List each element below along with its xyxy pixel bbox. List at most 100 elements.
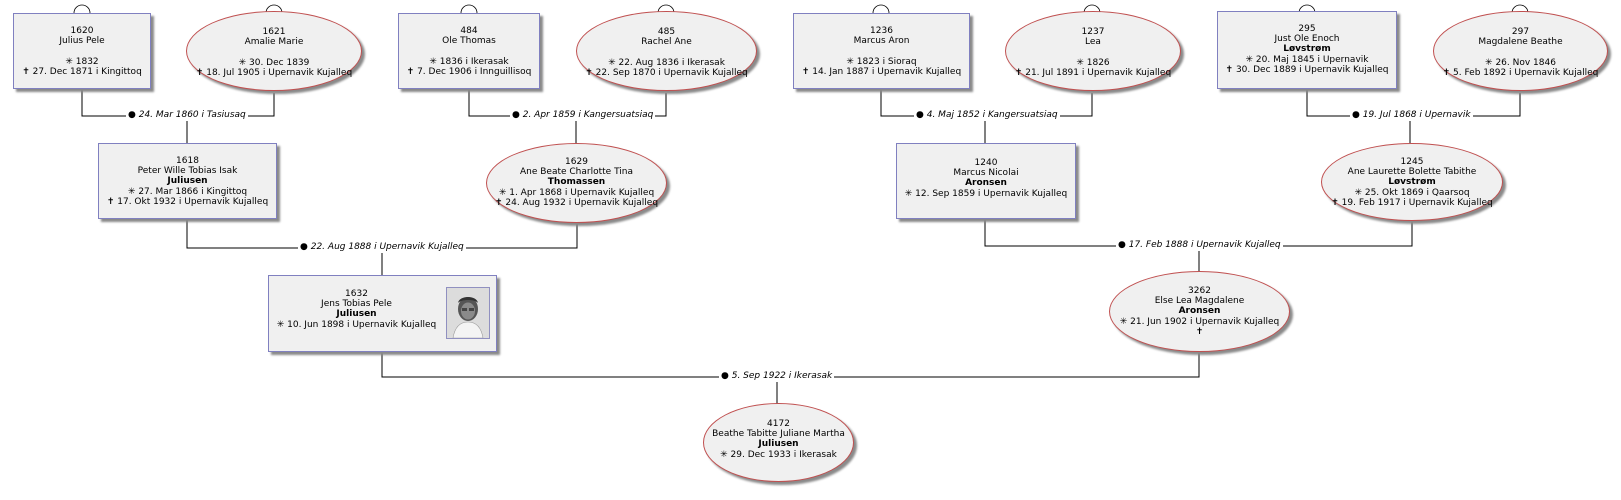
person-birth: ✳ 1832: [65, 56, 99, 67]
person-birth: ✳ 29. Dec 1933 i Ikerasak: [720, 449, 837, 460]
person-name: Peter Wille Tobias Isak: [137, 166, 238, 177]
person-surname: Juliusen: [167, 176, 208, 187]
person-name: Marcus Aron: [853, 36, 910, 47]
marriage-label-m7: ● 5. Sep 1922 i Ikerasak: [719, 371, 835, 382]
person-card-1629[interactable]: 1629 Ane Beate Charlotte Tina Thomassen …: [486, 143, 667, 223]
person-surname: Løvstrøm: [1388, 177, 1436, 188]
expand-ancestors-arc-icon: [73, 4, 91, 14]
portrait-image: [447, 288, 489, 338]
person-birth: ✳ 25. Okt 1869 i Qaarsoq: [1354, 187, 1470, 198]
person-name: Ole Thomas: [442, 36, 496, 47]
person-birth: ✳ 27. Mar 1866 i Kingittoq: [127, 186, 248, 197]
person-surname: Aronsen: [965, 178, 1007, 189]
person-death: ✝ 27. Dec 1871 i Kingittoq: [22, 66, 142, 77]
person-death: ✝ 18. Jul 1905 i Upernavik Kujalleq: [195, 67, 353, 78]
person-name: Rachel Ane: [641, 37, 692, 48]
person-birth: ✳ 21. Jun 1902 i Upernavik Kujalleq: [1119, 316, 1280, 327]
marriage-dot-icon: ●: [1118, 240, 1126, 250]
expand-ancestors-arc-icon: [460, 4, 478, 14]
person-id: 1629: [565, 157, 588, 167]
person-death: ✝ 22. Sep 1870 i Upernavik Kujalleq: [585, 67, 748, 78]
person-card-484[interactable]: 484 Ole Thomas ✳ 1836 i Ikerasak ✝ 7. De…: [398, 13, 540, 89]
person-name: Lea: [1085, 37, 1101, 48]
person-spacer: [1434, 47, 1607, 57]
person-spacer: [794, 46, 969, 56]
portrait-photo[interactable]: [446, 287, 490, 339]
person-card-295[interactable]: 295 Just Ole Enoch Løvstrøm ✳ 20. Maj 18…: [1217, 11, 1397, 89]
person-id: 1632: [345, 289, 368, 299]
person-id: 1245: [1400, 157, 1424, 167]
person-spacer: [577, 47, 756, 57]
marriage-label-m5: ● 22. Aug 1888 i Upernavik Kujalleq: [298, 242, 466, 253]
person-card-297[interactable]: 297 Magdalene Beathe ✳ 26. Nov 1846 ✝ 5.…: [1433, 11, 1608, 91]
person-card-1632[interactable]: 1632 Jens Tobias Pele Juliusen ✳ 10. Jun…: [268, 275, 497, 352]
person-death: ✝ 30. Dec 1889 i Upernavik Kujalleq: [1225, 64, 1389, 75]
person-name: Else Lea Magdalene: [1154, 296, 1245, 307]
marriage-label-m4: ● 19. Jul 1868 i Upernavik: [1350, 110, 1473, 121]
person-spacer: [14, 46, 150, 56]
person-spacer: [1006, 47, 1180, 57]
person-id: 1620: [70, 26, 94, 36]
person-surname: Thomassen: [547, 177, 606, 188]
person-birth: ✳ 1. Apr 1868 i Upernavik Kujalleq: [498, 187, 655, 198]
marriage-dot-icon: ●: [916, 110, 924, 120]
marriage-dot-icon: ●: [128, 110, 136, 120]
person-card-1236[interactable]: 1236 Marcus Aron ✳ 1823 i Sioraq ✝ 14. J…: [793, 13, 970, 89]
person-birth: ✳ 20. Maj 1845 i Upernavik: [1245, 54, 1369, 65]
person-spacer: [399, 46, 539, 56]
person-name: Magdalene Beathe: [1478, 37, 1563, 48]
person-id: 1240: [974, 158, 998, 168]
marriage-dot-icon: ●: [300, 242, 308, 252]
person-death: ✝ 21. Jul 1891 i Upernavik Kujalleq: [1014, 67, 1172, 78]
person-death: ✝ 19. Feb 1917 i Upernavik Kujalleq: [1331, 197, 1493, 208]
person-card-1245[interactable]: 1245 Ane Laurette Bolette Tabithe Løvstr…: [1321, 143, 1503, 221]
marriage-dot-icon: ●: [1352, 110, 1360, 120]
person-card-1618[interactable]: 1618 Peter Wille Tobias Isak Juliusen ✳ …: [98, 143, 277, 219]
person-id: 1237: [1081, 27, 1105, 37]
person-card-4172[interactable]: 4172 Beathe Tabitte Juliane Martha Juliu…: [703, 403, 854, 482]
person-card-1237[interactable]: 1237 Lea ✳ 1826 ✝ 21. Jul 1891 i Upernav…: [1005, 11, 1181, 91]
person-id: 297: [1511, 27, 1530, 37]
person-name: Beathe Tabitte Juliane Martha: [712, 429, 845, 440]
person-id: 1236: [870, 26, 893, 36]
person-death: ✝ 5. Feb 1892 i Upernavik Kujalleq: [1442, 67, 1599, 78]
marriage-dot-icon: ●: [721, 371, 729, 381]
marriage-label-m3: ● 4. Maj 1852 i Kangersuatsiaq: [914, 110, 1060, 121]
person-spacer: [187, 47, 361, 57]
person-card-1620[interactable]: 1620 Julius Pele ✳ 1832 ✝ 27. Dec 1871 i…: [13, 13, 151, 89]
person-id: 485: [657, 27, 676, 37]
person-birth: ✳ 1826: [1076, 57, 1110, 68]
person-id: 1618: [176, 156, 199, 166]
person-surname: Juliusen: [336, 309, 377, 320]
person-name: Marcus Nicolai: [953, 168, 1019, 179]
person-id: 3262: [1188, 286, 1211, 296]
person-death: ✝: [1195, 326, 1204, 337]
person-name: Ane Beate Charlotte Tina: [519, 167, 634, 178]
person-birth: ✳ 30. Dec 1839: [238, 57, 310, 68]
expand-ancestors-arc-icon: [872, 4, 890, 14]
person-name: Amalie Marie: [244, 37, 304, 48]
marriage-label-m2: ● 2. Apr 1859 i Kangersuatsiaq: [510, 110, 656, 121]
person-death: ✝ 14. Jan 1887 i Upernavik Kujalleq: [801, 66, 962, 77]
person-id: 295: [1298, 24, 1316, 34]
person-card-1621[interactable]: 1621 Amalie Marie ✳ 30. Dec 1839 ✝ 18. J…: [186, 11, 362, 91]
person-surname: Aronsen: [1178, 306, 1221, 317]
expand-ancestors-arc-icon: [1298, 4, 1316, 14]
person-birth: ✳ 1836 i Ikerasak: [429, 56, 509, 67]
person-id: 4172: [767, 419, 790, 429]
person-name: Jens Tobias Pele: [321, 299, 392, 310]
person-id: 1621: [262, 27, 286, 37]
person-death: ✝ 17. Okt 1932 i Upernavik Kujalleq: [106, 196, 269, 207]
person-card-3262[interactable]: 3262 Else Lea Magdalene Aronsen ✳ 21. Ju…: [1109, 271, 1290, 352]
person-surname: Løvstrøm: [1283, 44, 1331, 55]
marriage-dot-icon: ●: [512, 110, 520, 120]
marriage-label-m6: ● 17. Feb 1888 i Upernavik Kujalleq: [1116, 240, 1283, 251]
person-card-1240[interactable]: 1240 Marcus Nicolai Aronsen ✳ 12. Sep 18…: [896, 143, 1076, 219]
person-name: Ane Laurette Bolette Tabithe: [1347, 167, 1477, 178]
person-surname: Juliusen: [758, 439, 799, 450]
person-death: ✝ 24. Aug 1932 i Upernavik Kujalleq: [494, 197, 659, 208]
person-birth: ✳ 26. Nov 1846: [1485, 57, 1556, 68]
marriage-label-m1: ● 24. Mar 1860 i Tasiusaq: [126, 110, 248, 121]
person-death: ✝ 7. Dec 1906 i Innguillisoq: [406, 66, 532, 77]
person-card-485[interactable]: 485 Rachel Ane ✳ 22. Aug 1836 i Ikerasak…: [576, 11, 757, 91]
